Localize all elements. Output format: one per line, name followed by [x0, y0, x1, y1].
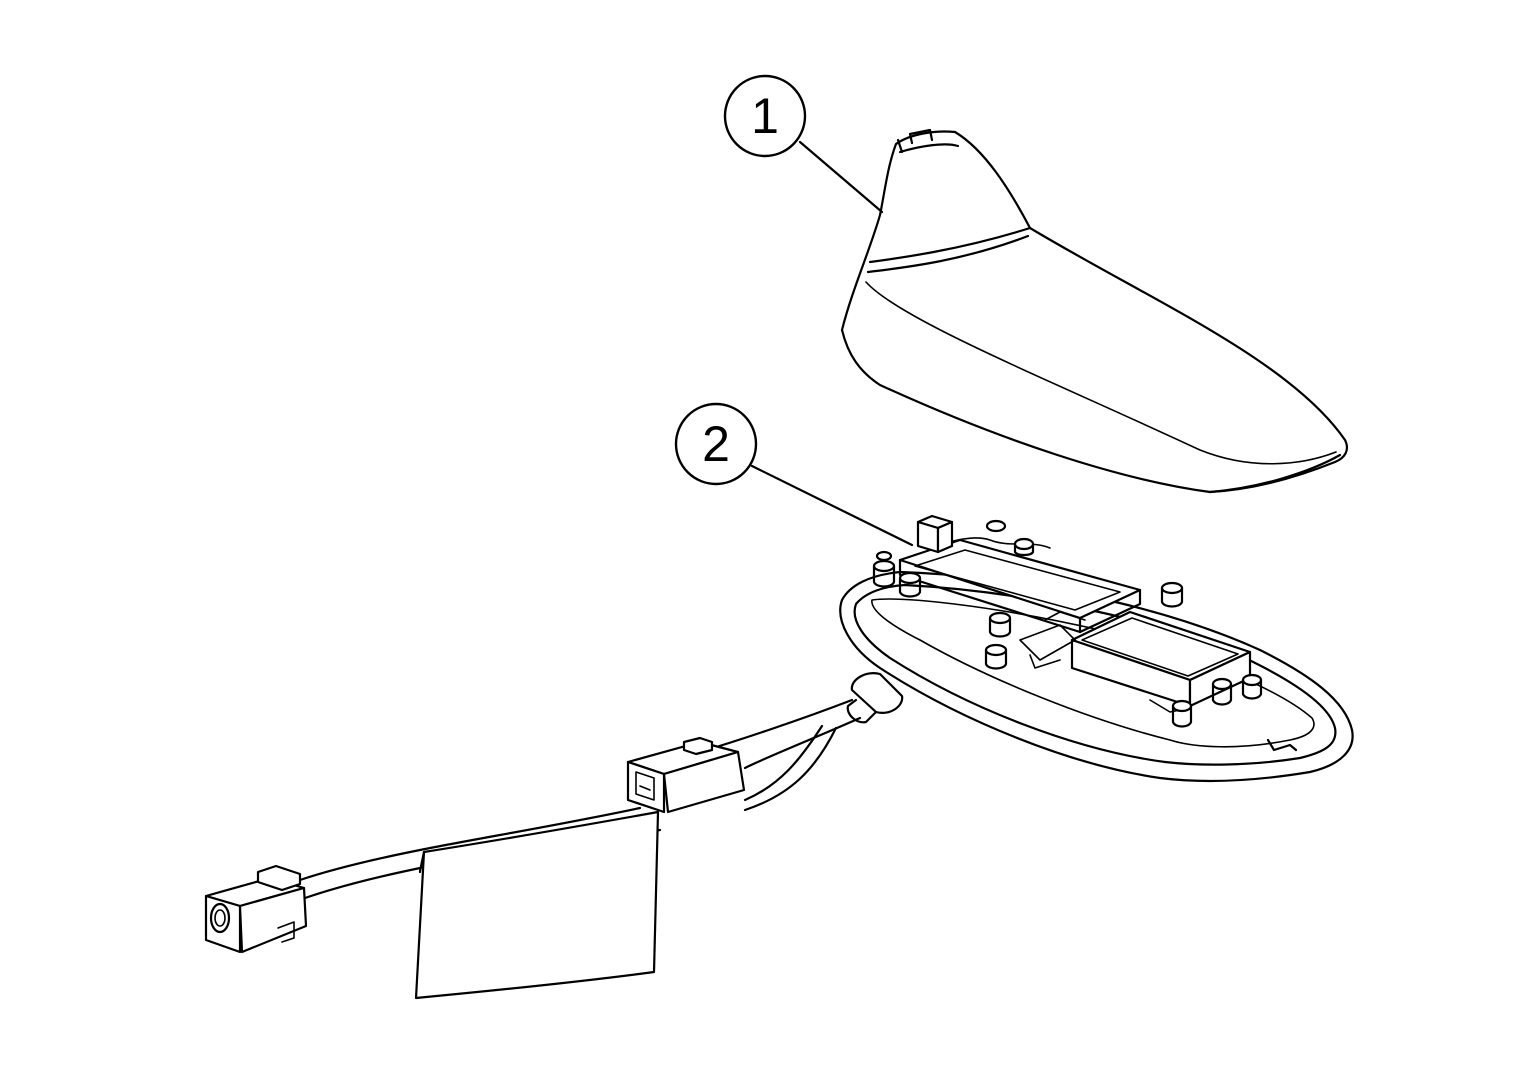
- connector-mid: [626, 736, 746, 814]
- callout-1-label: 1: [751, 88, 779, 144]
- callout-2: 2: [674, 402, 914, 547]
- mounting-post: [984, 643, 1008, 670]
- mounting-post: [1171, 699, 1193, 728]
- antenna-base-assembly: [839, 514, 1354, 783]
- antenna-cover: [840, 128, 1349, 494]
- callout-2-label: 2: [702, 416, 730, 472]
- cable-label-tag: [414, 810, 660, 1000]
- mounting-post: [1211, 673, 1263, 706]
- mounting-post: [872, 550, 896, 588]
- mounting-post: [988, 611, 1012, 638]
- cable-harness: [204, 698, 862, 1000]
- mounting-post: [898, 571, 922, 598]
- callout-1: 1: [723, 74, 884, 214]
- mounting-post: [985, 519, 1035, 557]
- connector-end: [204, 864, 308, 954]
- mounting-post: [1160, 581, 1184, 608]
